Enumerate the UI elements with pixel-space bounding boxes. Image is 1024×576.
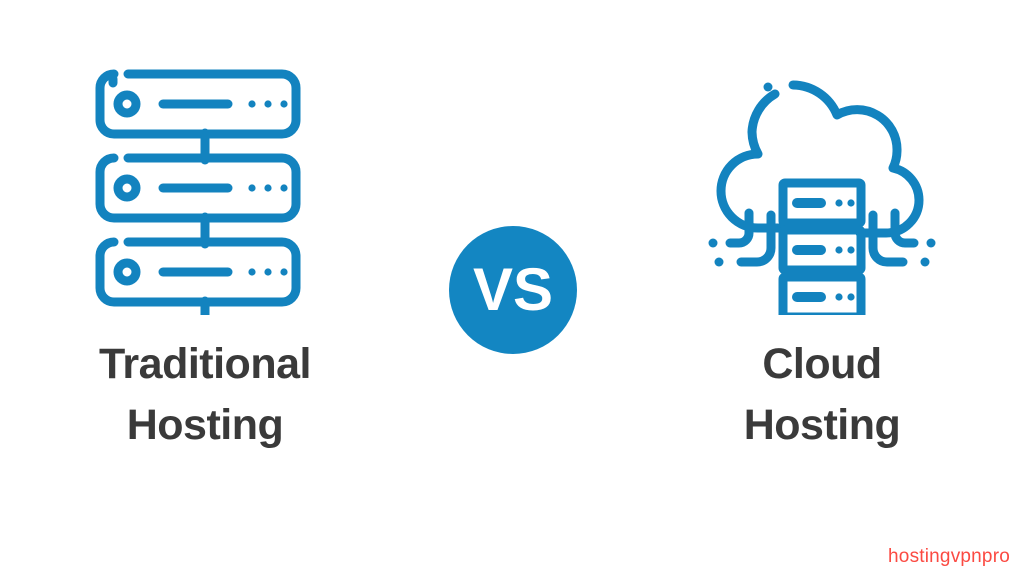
cloud-hosting-column: Cloud Hosting xyxy=(642,60,1002,456)
watermark-text: hostingvpnpro xyxy=(888,546,1010,567)
server-rack-icon-wrap xyxy=(75,60,335,320)
cloud-hosting-label: Cloud Hosting xyxy=(744,334,901,456)
traditional-hosting-label-line2: Hosting xyxy=(126,401,284,450)
traditional-hosting-column: Traditional Hosting xyxy=(25,60,385,456)
traditional-hosting-label: Traditional Hosting xyxy=(99,334,311,456)
cloud-server-icon xyxy=(708,80,936,315)
vs-badge: VS xyxy=(449,226,577,354)
vs-badge-label: VS xyxy=(472,256,554,323)
server-rack-icon xyxy=(95,69,301,315)
traditional-hosting-label-line1: Traditional xyxy=(99,340,311,388)
cloud-hosting-label-line2: Hosting xyxy=(743,401,901,450)
cloud-server-icon-wrap xyxy=(692,60,952,320)
cloud-hosting-label-line1: Cloud xyxy=(762,340,882,388)
